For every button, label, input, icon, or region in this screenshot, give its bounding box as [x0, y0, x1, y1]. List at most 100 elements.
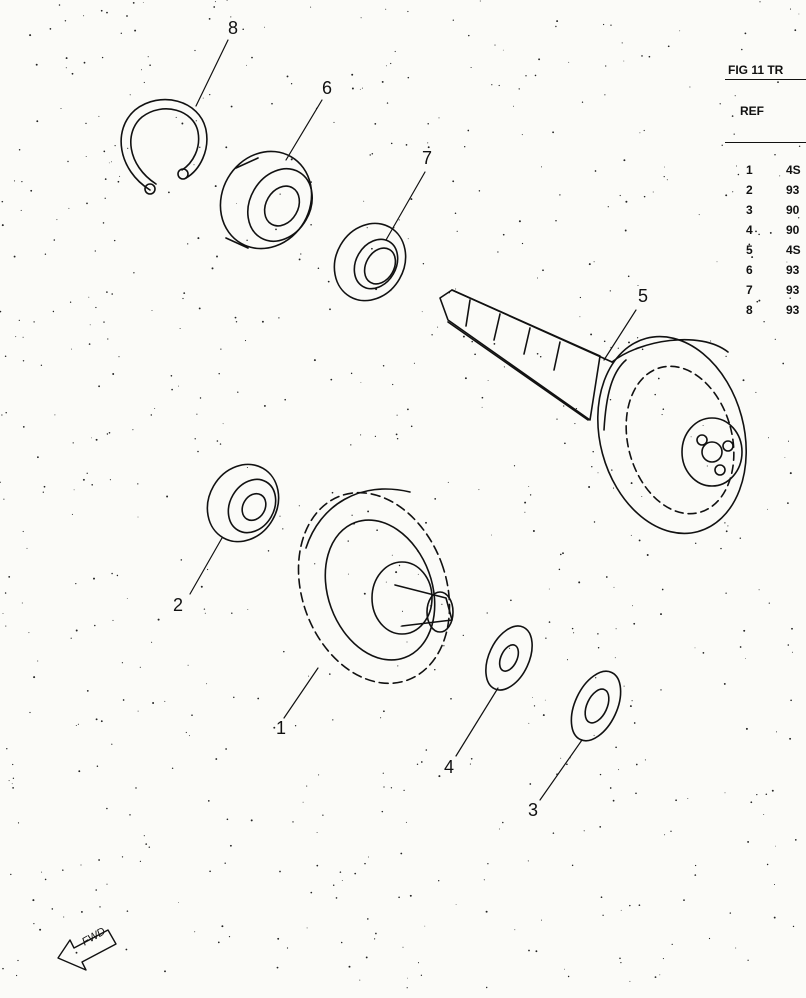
speckle-dot: [224, 862, 226, 864]
speckle-dot: [539, 356, 542, 358]
speckle-dot: [52, 310, 55, 313]
speckle-dot: [407, 10, 409, 13]
speckle-dot: [468, 34, 470, 37]
speckle-dot: [744, 32, 747, 35]
speckle-dot: [279, 193, 281, 195]
speckle-dot: [735, 165, 738, 167]
speckle-dot: [789, 8, 792, 10]
speckle-dot: [207, 568, 209, 571]
speckle-dot: [654, 976, 657, 978]
speckle-dot: [447, 481, 449, 483]
speckle-dot: [139, 666, 141, 668]
speckle-dot: [94, 624, 96, 627]
speckle-dot: [609, 290, 611, 292]
speckle-dot: [573, 632, 575, 634]
speckle-dot: [581, 101, 584, 103]
speckle-dot: [228, 936, 231, 938]
speckle-dot: [71, 513, 73, 515]
table-row-part: 4S: [786, 243, 801, 257]
speckle-dot: [89, 324, 91, 326]
speckle-dot: [181, 122, 184, 125]
speckle-dot: [789, 297, 791, 299]
speckle-dot: [80, 864, 82, 866]
speckle-dot: [178, 385, 180, 387]
speckle-dot: [313, 359, 316, 362]
speckle-dot: [479, 0, 481, 2]
speckle-dot: [774, 338, 776, 340]
speckle-dot: [725, 194, 728, 197]
speckle-dot: [111, 293, 113, 295]
speckle-dot: [395, 571, 398, 574]
speckle-dot: [758, 589, 760, 591]
speckle-dot: [316, 832, 318, 834]
speckle-dot: [637, 285, 639, 286]
speckle-dot: [646, 554, 649, 556]
speckle-dot: [409, 894, 412, 897]
speckle-dot: [462, 634, 464, 637]
table-row-ref: 1: [746, 163, 753, 177]
speckle-dot: [527, 860, 529, 862]
speckle-dot: [383, 710, 385, 713]
speckle-dot: [53, 239, 56, 241]
speckle-dot: [434, 498, 437, 500]
speckle-dot: [562, 552, 564, 555]
speckle-dot: [199, 146, 201, 148]
table-row-part: 4S: [786, 163, 801, 177]
speckle-dot: [689, 86, 691, 88]
speckle-dot: [623, 685, 625, 687]
speckle-dot: [98, 385, 100, 388]
speckle-dot: [629, 980, 631, 982]
table-row-ref: 3: [746, 203, 753, 217]
speckle-dot: [469, 763, 471, 765]
speckle-dot: [733, 133, 735, 135]
speckle-dot: [182, 297, 184, 300]
speckle-dot: [424, 925, 426, 927]
speckle-dot: [18, 319, 20, 322]
speckle-dot: [602, 23, 605, 26]
speckle-dot: [791, 627, 793, 630]
speckle-dot: [490, 534, 492, 536]
table-row-part: 90: [786, 223, 800, 237]
speckle-dot: [35, 63, 38, 66]
speckle-dot: [152, 702, 155, 704]
speckle-dot: [216, 440, 219, 442]
speckle-dot: [103, 321, 105, 323]
speckle-dot: [464, 377, 467, 380]
speckle-dot: [724, 522, 726, 524]
speckle-dot: [641, 55, 643, 57]
speckle-dot: [149, 64, 151, 66]
speckle-dot: [734, 95, 736, 97]
speckle-dot: [20, 209, 22, 211]
speckle-dot: [629, 705, 632, 708]
speckle-dot: [198, 307, 201, 310]
speckle-dot: [168, 191, 170, 194]
speckle-dot: [306, 785, 308, 787]
speckle-dot: [69, 301, 72, 303]
speckle-dot: [735, 947, 737, 949]
speckle-dot: [745, 727, 748, 730]
speckle-dot: [560, 757, 562, 759]
speckle-dot: [108, 432, 111, 434]
speckle-dot: [72, 442, 74, 444]
speckle-dot: [578, 581, 581, 584]
speckle-dot: [100, 720, 103, 723]
speckle-dot: [360, 434, 362, 436]
speckle-dot: [98, 859, 101, 861]
speckle-dot: [0, 481, 1, 483]
speckle-dot: [758, 299, 761, 302]
speckle-dot: [244, 340, 247, 342]
speckle-dot: [407, 408, 409, 411]
gear-part-1: [297, 488, 454, 685]
speckle-dot: [360, 382, 362, 384]
speckle-dot: [273, 726, 276, 729]
speckle-dot: [661, 588, 664, 591]
speckle-dot: [481, 406, 483, 408]
speckle-dot: [407, 977, 408, 979]
speckle-dot: [308, 675, 310, 677]
speckle-dot: [683, 899, 685, 901]
speckle-dot: [298, 505, 300, 507]
callout-7: 7: [422, 148, 433, 168]
speckle-dot: [12, 763, 14, 766]
speckle-dot: [49, 28, 52, 30]
speckle-dot: [0, 310, 2, 313]
